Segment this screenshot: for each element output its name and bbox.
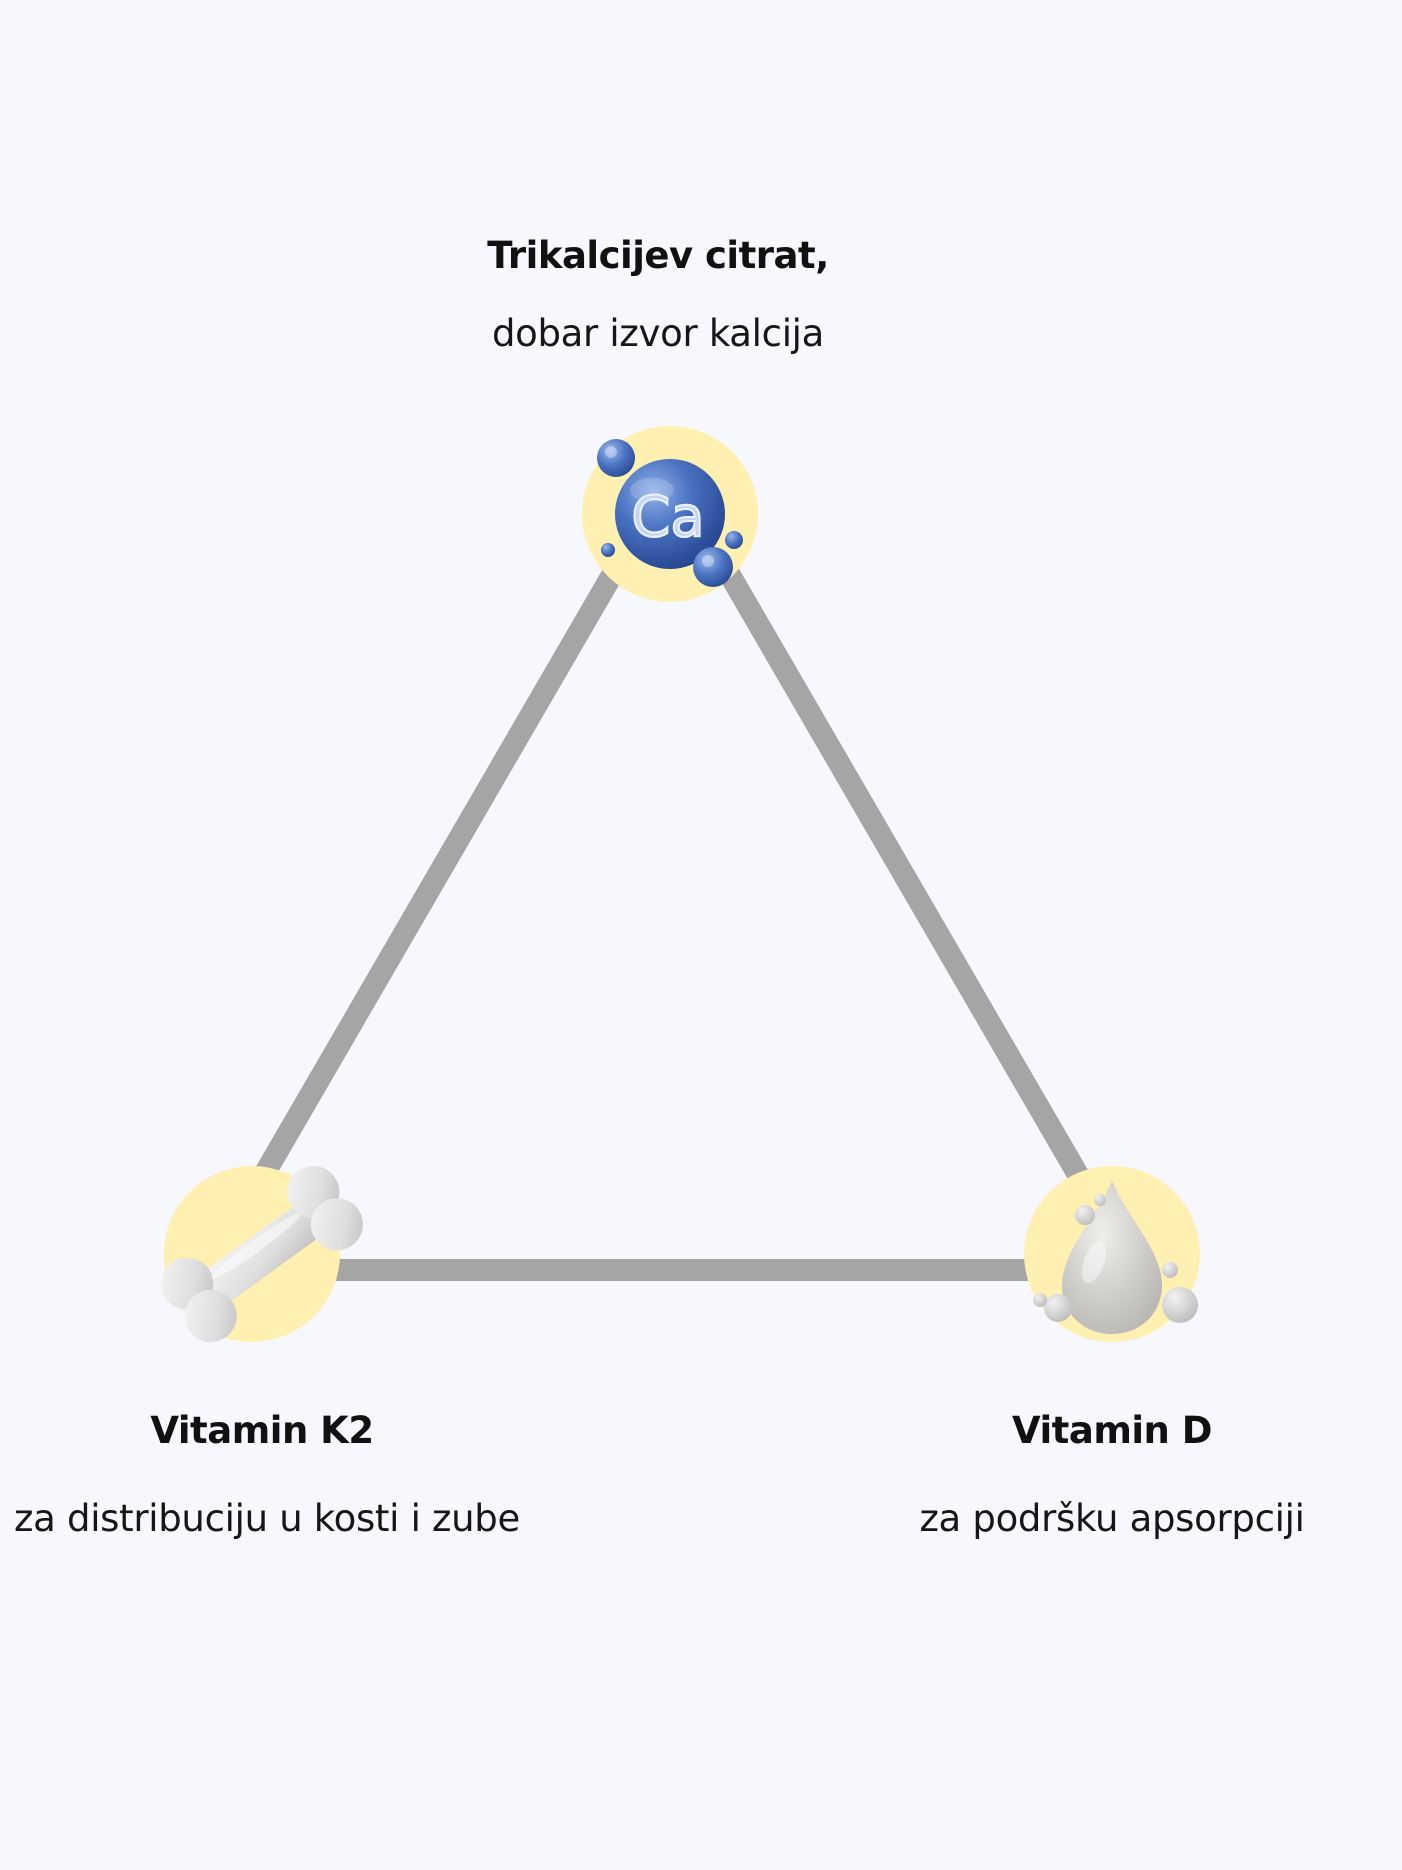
edge-top-left [248, 564, 625, 1191]
bone-icon [161, 1165, 363, 1343]
edge-top-right [717, 564, 1094, 1191]
triangle-edges [248, 564, 1094, 1281]
node-right-description: za podršku apsorpciji [919, 1497, 1305, 1540]
water-drop-icon [1033, 1180, 1198, 1334]
node-left-description: za distribuciju u kosti i zube [14, 1497, 520, 1540]
node-top-description: dobar izvor kalcija [491, 312, 825, 355]
node-calcium: Ca [582, 426, 758, 602]
node-vitamin-k2 [161, 1165, 363, 1343]
calcium-symbol: Ca [631, 485, 704, 550]
node-left-title: Vitamin K2 [150, 1409, 374, 1452]
node-vitamin-d [1024, 1166, 1200, 1342]
node-right-title: Vitamin D [1012, 1409, 1213, 1452]
node-top-title: Trikalcijev citrat, [487, 234, 829, 277]
calcium-molecule-icon: Ca [597, 439, 743, 587]
